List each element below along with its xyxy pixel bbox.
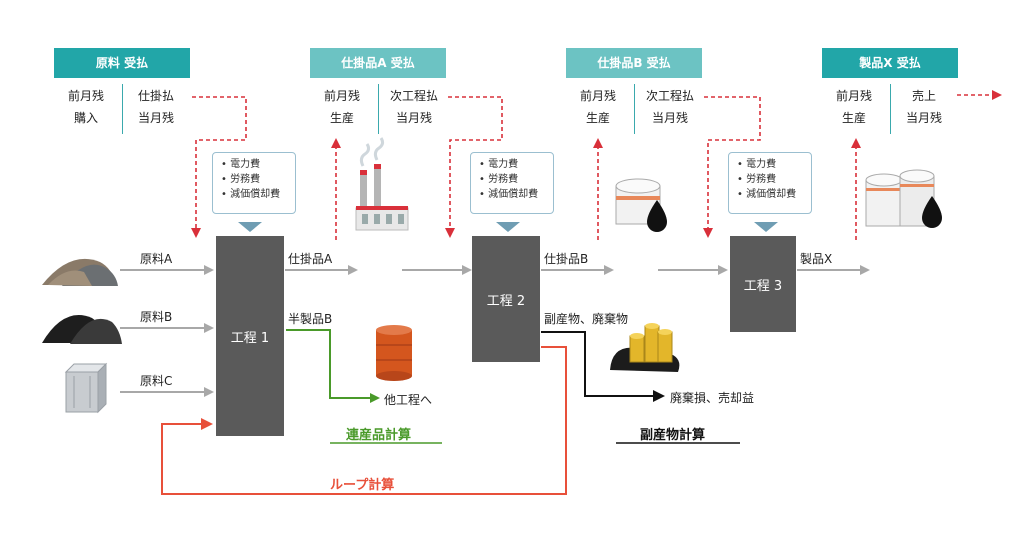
cost-item-power: 電力費 xyxy=(746,159,777,170)
cost-item: • 減価償却費 xyxy=(479,189,539,200)
cost-item: • 電力費 xyxy=(737,159,777,170)
input-label-c: 原料C xyxy=(140,374,173,388)
oil-drum-icon xyxy=(376,325,412,381)
flow-label-other-process: 他工程へ xyxy=(384,393,433,407)
acct-divider xyxy=(634,84,635,134)
acct-product-right-bottom: 当月残 xyxy=(905,111,942,125)
flow-label-product-x: 製品X xyxy=(800,252,833,266)
acct-product-left-bottom: 生産 xyxy=(841,111,866,125)
crate-icon xyxy=(64,362,108,414)
acct-wip-b-right-top: 次工程払 xyxy=(645,89,694,103)
cost-item: • 電力費 xyxy=(221,159,261,170)
acct-material-left-bottom: 購入 xyxy=(73,111,98,125)
account-title-product-x: 製品X 受払 xyxy=(822,48,958,78)
cost-callout-pointer xyxy=(754,222,778,232)
cost-item: • 減価償却費 xyxy=(737,189,797,200)
process-2: 工程 2 xyxy=(472,236,540,362)
cost-item: • 労務費 xyxy=(479,174,519,185)
dashed-link-material xyxy=(191,96,247,238)
calc-label-byproduct: 副産物計算 xyxy=(640,428,706,443)
factory-icon xyxy=(355,137,409,231)
black-granule-pile-icon xyxy=(42,315,122,344)
acct-wip-a-right-top: 次工程払 xyxy=(389,89,438,103)
acct-divider xyxy=(890,84,891,134)
cost-callout-pointer xyxy=(496,222,520,232)
calc-label-loop: ループ計算 xyxy=(330,478,395,493)
acct-divider xyxy=(378,84,379,134)
joint-product-arrow xyxy=(286,329,380,403)
input-label-a: 原料A xyxy=(140,252,173,266)
cost-item-labor: 労務費 xyxy=(230,174,261,185)
cost-item-depreciation: 減価償却費 xyxy=(488,189,539,200)
acct-divider xyxy=(122,84,123,134)
account-title-wip-b: 仕掛品B 受払 xyxy=(566,48,702,78)
powder-pile-icon xyxy=(42,258,118,286)
cost-item: • 労務費 xyxy=(221,174,261,185)
acct-wip-b-right-bottom: 当月残 xyxy=(651,111,688,125)
dashed-link-wip-b-out xyxy=(703,96,761,238)
cost-item: • 労務費 xyxy=(737,174,777,185)
input-label-b: 原料B xyxy=(140,310,173,324)
dashed-link-wip-a-out xyxy=(445,96,503,238)
flow-label-disposal: 廃棄損、売却益 xyxy=(670,391,755,405)
acct-material-right-top: 仕掛払 xyxy=(137,89,174,103)
cost-callout-3: • 電力費 • 労務費 • 減価償却費 xyxy=(728,152,812,214)
acct-wip-a-left-bottom: 生産 xyxy=(329,111,354,125)
process-1: 工程 1 xyxy=(216,236,284,436)
account-title-material: 原料 受払 xyxy=(54,48,190,78)
flow-label-wip-a: 仕掛品A xyxy=(288,252,333,266)
flow-label-wip-b: 仕掛品B xyxy=(544,252,589,266)
acct-material-right-bottom: 当月残 xyxy=(137,111,174,125)
cost-item-depreciation: 減価償却費 xyxy=(746,189,797,200)
acct-wip-b-left-bottom: 生産 xyxy=(585,111,610,125)
flow-label-semi-b: 半製品B xyxy=(288,312,333,326)
acct-product-left-top: 前月残 xyxy=(835,89,872,103)
storage-tanks-icon xyxy=(865,169,942,228)
acct-material-left-top: 前月残 xyxy=(67,89,104,103)
cost-item-labor: 労務費 xyxy=(488,174,519,185)
cost-item-power: 電力費 xyxy=(488,159,519,170)
process-3: 工程 3 xyxy=(730,236,796,332)
cost-callout-pointer xyxy=(238,222,262,232)
calc-label-joint-product: 連産品計算 xyxy=(346,428,412,443)
acct-product-right-top: 売上 xyxy=(911,89,936,103)
oil-tank-icon xyxy=(615,178,667,232)
flow-label-byproduct: 副産物、廃棄物 xyxy=(544,312,629,326)
cost-callout-2: • 電力費 • 労務費 • 減価償却費 xyxy=(470,152,554,214)
acct-wip-b-left-top: 前月残 xyxy=(579,89,616,103)
gold-coins-icon xyxy=(610,323,680,372)
acct-wip-a-right-bottom: 当月残 xyxy=(395,111,432,125)
loop-arrow xyxy=(161,346,567,495)
account-title-wip-a: 仕掛品A 受払 xyxy=(310,48,446,78)
cost-item-depreciation: 減価償却費 xyxy=(230,189,281,200)
cost-item-labor: 労務費 xyxy=(746,174,777,185)
cost-item-power: 電力費 xyxy=(230,159,261,170)
cost-callout-1: • 電力費 • 労務費 • 減価償却費 xyxy=(212,152,296,214)
acct-wip-a-left-top: 前月残 xyxy=(323,89,360,103)
byproduct-arrow xyxy=(541,331,665,402)
cost-item: • 減価償却費 xyxy=(221,189,281,200)
cost-item: • 電力費 xyxy=(479,159,519,170)
